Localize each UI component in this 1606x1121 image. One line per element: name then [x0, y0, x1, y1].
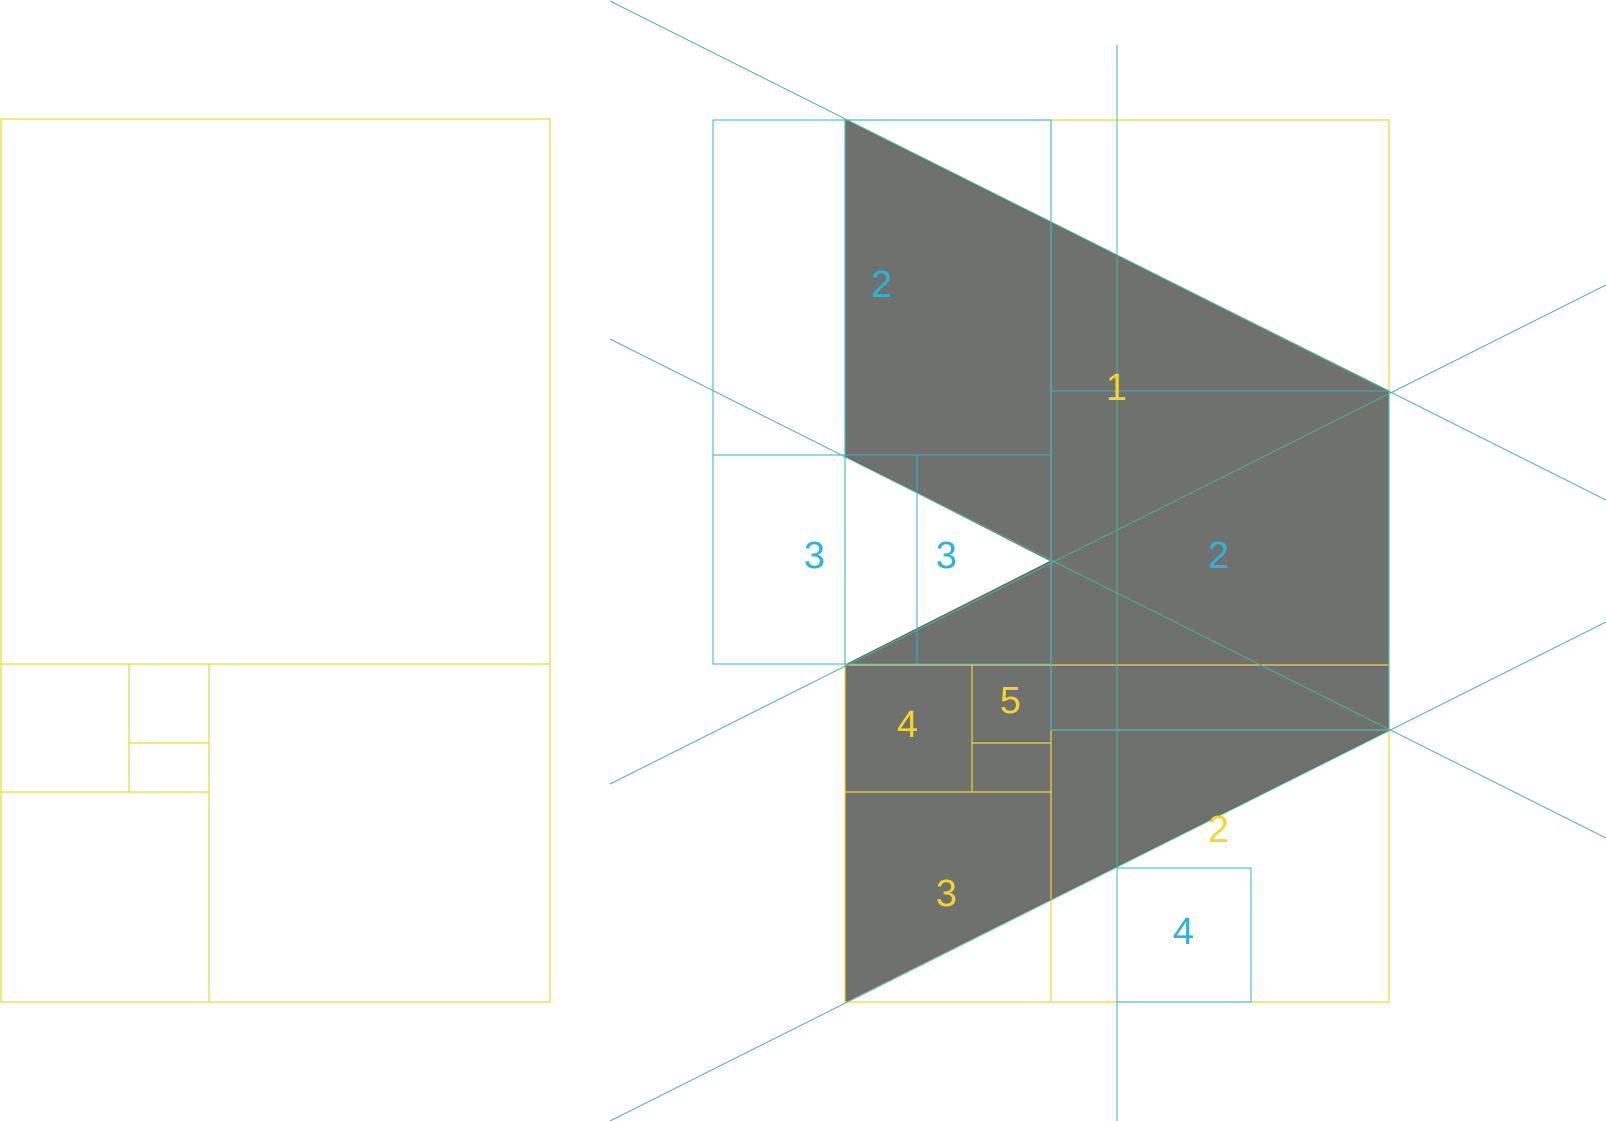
label-blue-3-inner: 3: [936, 535, 958, 577]
label-blue-2-upper: 2: [871, 264, 893, 306]
right-blue-grid: [712, 119, 1390, 1003]
guide-diag-mid-down: [609, 338, 1606, 839]
guide-diag-top-down: [609, 0, 1606, 501]
label-yellow-4: 4: [897, 704, 919, 746]
label-blue-2-right: 2: [1208, 535, 1230, 577]
label-blue-3-left: 3: [804, 535, 826, 577]
label-yellow-5: 5: [1000, 680, 1022, 722]
grid-outer-rectangle: [0, 118, 551, 1003]
region-labels: 2 1 3 3 2 5 4 2 3 4: [804, 264, 1230, 953]
label-yellow-1: 1: [1106, 367, 1128, 409]
guide-diag-lower-up: [609, 621, 1606, 1121]
label-yellow-3: 3: [936, 873, 958, 915]
label-blue-4: 4: [1173, 911, 1195, 953]
golden-rectangle-grid: [0, 118, 551, 1003]
guide-diag-upper-up: [609, 284, 1606, 785]
label-yellow-2: 2: [1208, 809, 1230, 851]
diagonal-guide-lines: [609, 0, 1606, 1121]
